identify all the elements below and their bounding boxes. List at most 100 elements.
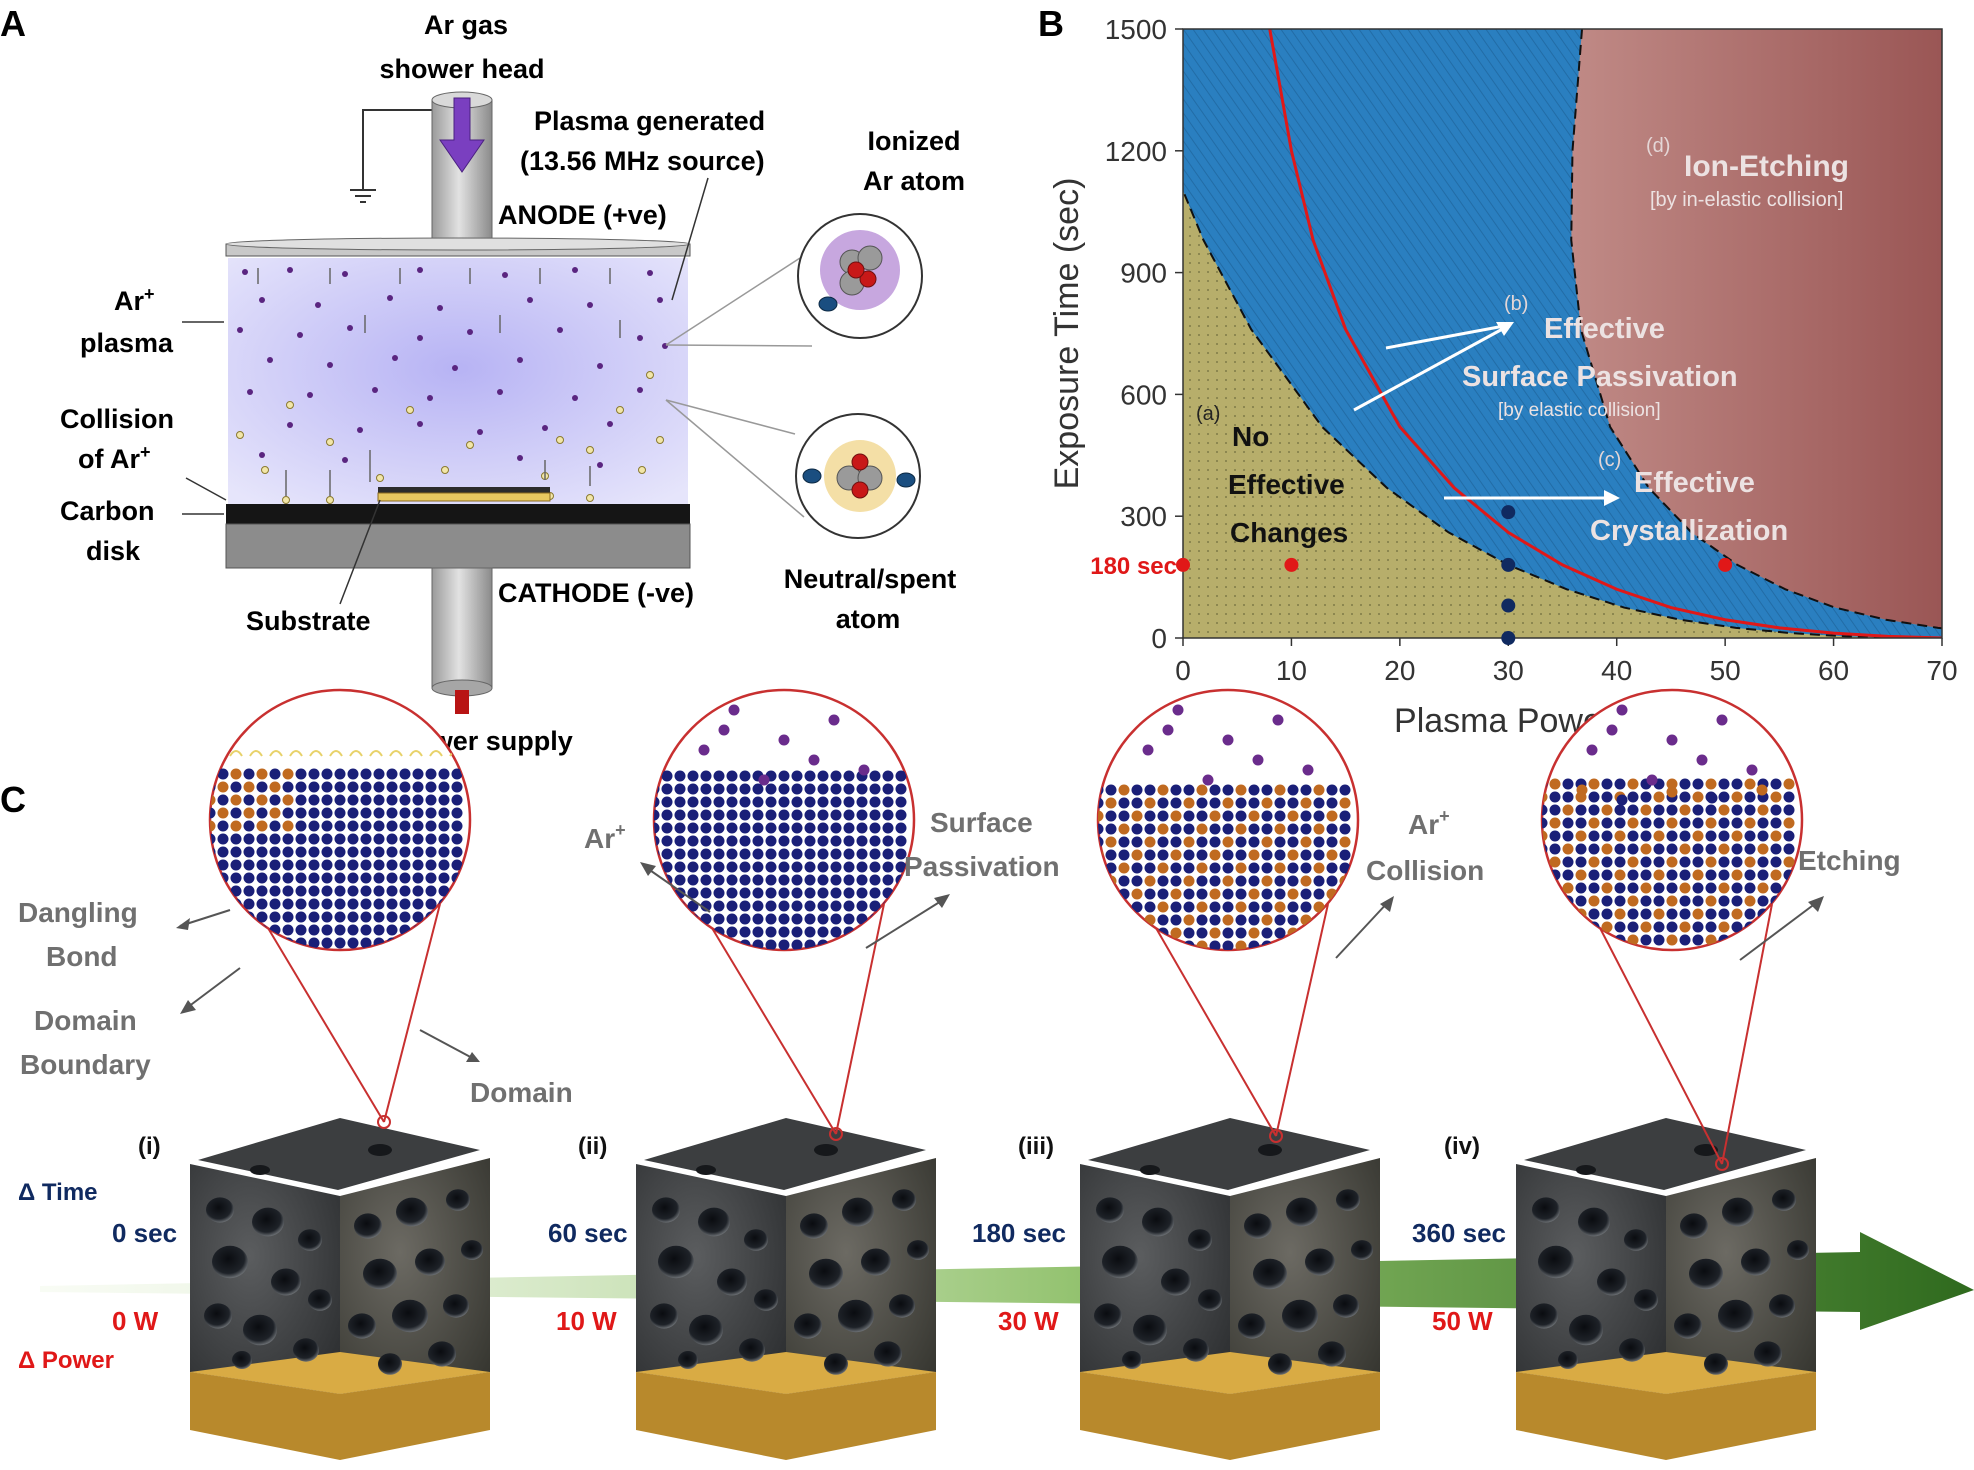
lattice-atom (1339, 914, 1351, 926)
zoom-inset (208, 688, 472, 952)
lattice-atom (1549, 830, 1561, 842)
lattice-atom (243, 781, 255, 793)
lattice-atom (1274, 927, 1286, 939)
lattice-atom (1339, 810, 1351, 822)
lattice-atom (791, 848, 803, 860)
lattice-atom (210, 898, 216, 910)
lattice-atom (386, 924, 398, 936)
lattice-atom (1300, 914, 1312, 926)
stage-time: 60 sec (548, 1218, 628, 1248)
lattice-atom (752, 926, 764, 938)
lattice-atom (700, 809, 712, 821)
lattice-atom (217, 820, 229, 832)
lattice-atom (1183, 901, 1195, 913)
lattice-atom (843, 809, 855, 821)
cube-left-face (190, 1164, 340, 1394)
lattice-atom (347, 807, 359, 819)
lattice-atom (830, 783, 842, 795)
lattice-atom (1209, 784, 1221, 796)
lattice-atom (778, 861, 790, 873)
lattice-atom (347, 872, 359, 884)
cathode-block (225, 523, 691, 569)
lattice-atom (399, 872, 411, 884)
lattice-atom (282, 885, 294, 897)
pore (1597, 1268, 1627, 1296)
pore (396, 1197, 428, 1227)
lattice-atom (856, 835, 868, 847)
lattice-atom (1718, 804, 1730, 816)
lattice-atom (804, 809, 816, 821)
y-tick-label: 900 (1120, 258, 1167, 289)
lattice-atom (282, 781, 294, 793)
pore (1188, 1229, 1212, 1251)
lattice-atom (399, 794, 411, 806)
pore (794, 1313, 822, 1339)
lattice-atom (1098, 888, 1104, 900)
lattice-atom (1653, 934, 1665, 946)
lattice-atom (243, 768, 255, 780)
lattice-atom (674, 809, 686, 821)
lattice-atom (869, 848, 881, 860)
plot-frame (1182, 28, 1943, 639)
region-b-label-1: Effective (1544, 313, 1665, 345)
lattice-atom (1235, 862, 1247, 874)
lattice-atom (869, 913, 881, 925)
lattice-atom (1222, 901, 1234, 913)
lattice-atom (386, 911, 398, 923)
substrate (377, 492, 551, 502)
lattice-atom (230, 859, 242, 871)
lattice-atom (1588, 791, 1600, 803)
gas-flow-arrow-icon (439, 97, 485, 173)
lattice-atom (1196, 888, 1208, 900)
lattice-atom (1170, 940, 1182, 950)
stage-time: 0 sec (112, 1218, 177, 1248)
region-d-tag: (d) (1646, 135, 1670, 157)
pore (252, 1207, 284, 1237)
lattice-atom (1274, 888, 1286, 900)
data-point (1501, 557, 1516, 572)
lattice-atom (713, 783, 725, 795)
lattice-atom (674, 939, 686, 950)
lattice-atom (1562, 843, 1574, 855)
lattice-atom (661, 796, 673, 808)
lattice-atom (830, 822, 842, 834)
lattice-atom (1614, 908, 1626, 920)
lattice-atom (1222, 784, 1234, 796)
lattice-atom (425, 807, 437, 819)
lattice-atom (1640, 856, 1652, 868)
pore (250, 1165, 270, 1175)
lattice-atom (1131, 901, 1143, 913)
lattice-atom (1542, 908, 1548, 920)
lattice-atom (1653, 791, 1665, 803)
lattice-atom (438, 924, 450, 936)
cube-left-face (636, 1164, 786, 1394)
lattice-atom (739, 835, 751, 847)
lattice-atom (687, 783, 699, 795)
lattice-atom (1118, 823, 1130, 835)
lattice-atom (1666, 804, 1678, 816)
lattice-atom (1731, 908, 1743, 920)
lattice-atom (700, 913, 712, 925)
lattice-atom (360, 768, 372, 780)
carbon-disk (226, 504, 690, 524)
lattice-atom (1222, 914, 1234, 926)
ar-ion (728, 704, 740, 716)
region-a-label-1: No (1232, 421, 1269, 452)
lattice-atom (1131, 849, 1143, 861)
zoom-lattice (1542, 704, 1795, 946)
lattice-atom (1209, 836, 1221, 848)
lattice-atom (1588, 934, 1600, 946)
lattice-atom (256, 924, 268, 936)
lattice-atom (1300, 849, 1312, 861)
lattice-atom (1274, 914, 1286, 926)
lattice-atom (1157, 836, 1169, 848)
lattice-atom (1170, 875, 1182, 887)
lattice-atom (1575, 817, 1587, 829)
lattice-atom (713, 796, 725, 808)
neutral-label-2: atom (836, 604, 901, 634)
lattice-atom (230, 911, 242, 923)
lattice-atom (1209, 927, 1221, 939)
lattice-atom (1640, 934, 1652, 946)
lattice-atom (765, 835, 777, 847)
